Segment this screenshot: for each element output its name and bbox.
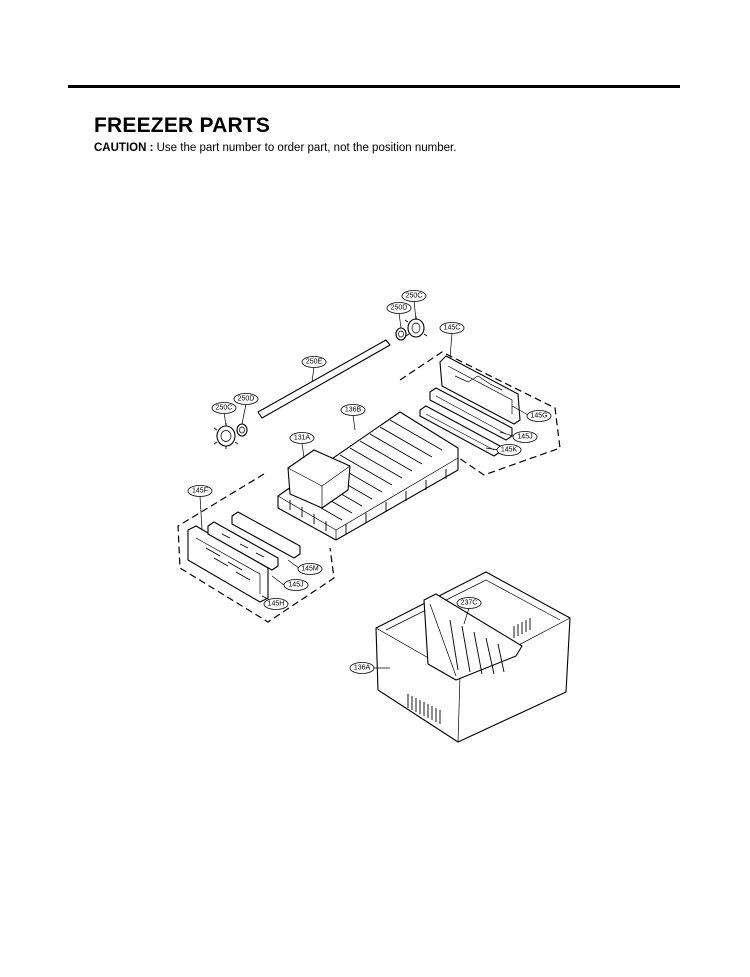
callout-145k: 145K [496,444,522,456]
caution-note: CAUTION : Use the part number to order p… [94,142,456,154]
divider-237c [423,593,523,681]
callout-label: 145K [501,447,518,454]
callout-label: 136A [354,665,371,672]
callout-label: 250D [391,305,408,312]
callout-label: 250C [216,405,233,412]
leader-lines [199,299,531,669]
group-outline-left [177,473,335,623]
caution-text: Use the part number to order part, not t… [156,142,457,154]
callout-label: 145H [268,601,285,608]
gear-250c-top [404,316,428,338]
callout-250d-top: 250D [386,302,412,314]
callout-label: 250C [406,293,423,300]
callout-label: 131A [294,435,311,442]
callout-145c: 145C [439,322,465,334]
callout-131a: 131A [289,432,315,444]
callout-145h: 145H [263,598,289,610]
callout-label: 145J [288,582,303,589]
callout-label: 145F [192,488,208,495]
callout-237c: 237C [456,597,482,609]
callout-145g: 145G [526,410,552,422]
callout-label: 250E [306,359,323,366]
page-title: FREEZER PARTS [94,114,271,137]
gear-250c-left [213,423,239,449]
callout-136b: 136B [340,404,366,416]
callout-145j-right: 145J [512,431,538,443]
caution-label: CAUTION : [94,142,154,154]
callout-136a: 136A [349,662,375,674]
callout-label: 145C [444,325,461,332]
shaft-250e [257,339,391,419]
group-outline-right [399,351,561,476]
bracket-145m [231,511,301,559]
callout-label: 136B [345,407,362,414]
gear-250d-left [236,423,248,437]
callout-250d-left: 250D [233,393,259,405]
header-rule [68,85,680,88]
callout-250c-left: 250C [211,402,237,414]
callout-250c-top: 250C [401,290,427,302]
callout-label: 145M [301,566,319,573]
front-panel-145h [187,525,269,603]
gear-250d-top [395,327,407,341]
callout-145f: 145F [187,485,213,497]
rail-cover-145c [439,355,521,425]
callout-label: 250D [238,396,255,403]
callout-145j-left: 145J [283,579,309,591]
callout-label: 145G [530,413,547,420]
bracket-145j-left [207,521,279,571]
ice-bin-131a [287,449,351,509]
callout-label: 237C [461,600,478,607]
callout-label: 145J [517,434,532,441]
callout-145m: 145M [297,563,323,575]
callout-250e: 250E [301,356,327,368]
